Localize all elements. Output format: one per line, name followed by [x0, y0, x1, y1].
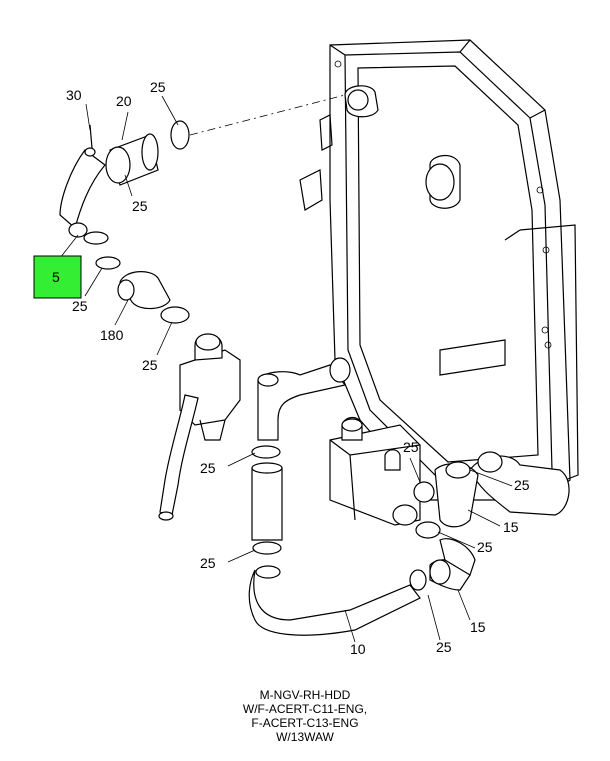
centerline: [189, 94, 346, 136]
label-25-g: 25: [514, 477, 530, 493]
caption-line-3: F-ACERT-C13-ENG: [251, 716, 359, 730]
label-25-top: 25: [150, 79, 166, 95]
label-25-f: 25: [403, 439, 419, 455]
middle-hose-assembly: [248, 357, 471, 636]
label-25-b: 25: [72, 298, 88, 314]
diagram-caption: M-NGV-RH-HDD W/F-ACERT-C11-ENG, F-ACERT-…: [0, 688, 610, 744]
caption-line-2: W/F-ACERT-C11-ENG,: [242, 702, 368, 716]
label-15-b: 15: [470, 619, 486, 635]
label-25-d: 25: [200, 460, 216, 476]
label-25-c: 25: [142, 357, 158, 373]
label-10: 10: [350, 641, 366, 657]
caption-line-4: W/13WAW: [276, 730, 334, 744]
valve-assembly: [158, 333, 241, 521]
label-20: 20: [116, 93, 132, 109]
label-25-a: 25: [132, 198, 148, 214]
label-180: 180: [100, 327, 124, 343]
highlight-box: [33, 255, 82, 299]
label-25-i: 25: [436, 639, 452, 655]
label-25-e: 25: [200, 555, 216, 571]
upper-hose-assembly: [59, 120, 190, 324]
label-5: 5: [52, 269, 60, 285]
caption-line-1: M-NGV-RH-HDD: [259, 688, 351, 702]
leader-lines: [59, 95, 513, 643]
label-15-a: 15: [503, 519, 519, 535]
label-25-h: 25: [477, 539, 493, 555]
label-30: 30: [66, 87, 82, 103]
surge-tank: [329, 416, 479, 576]
radiator-assembly: [299, 39, 579, 516]
